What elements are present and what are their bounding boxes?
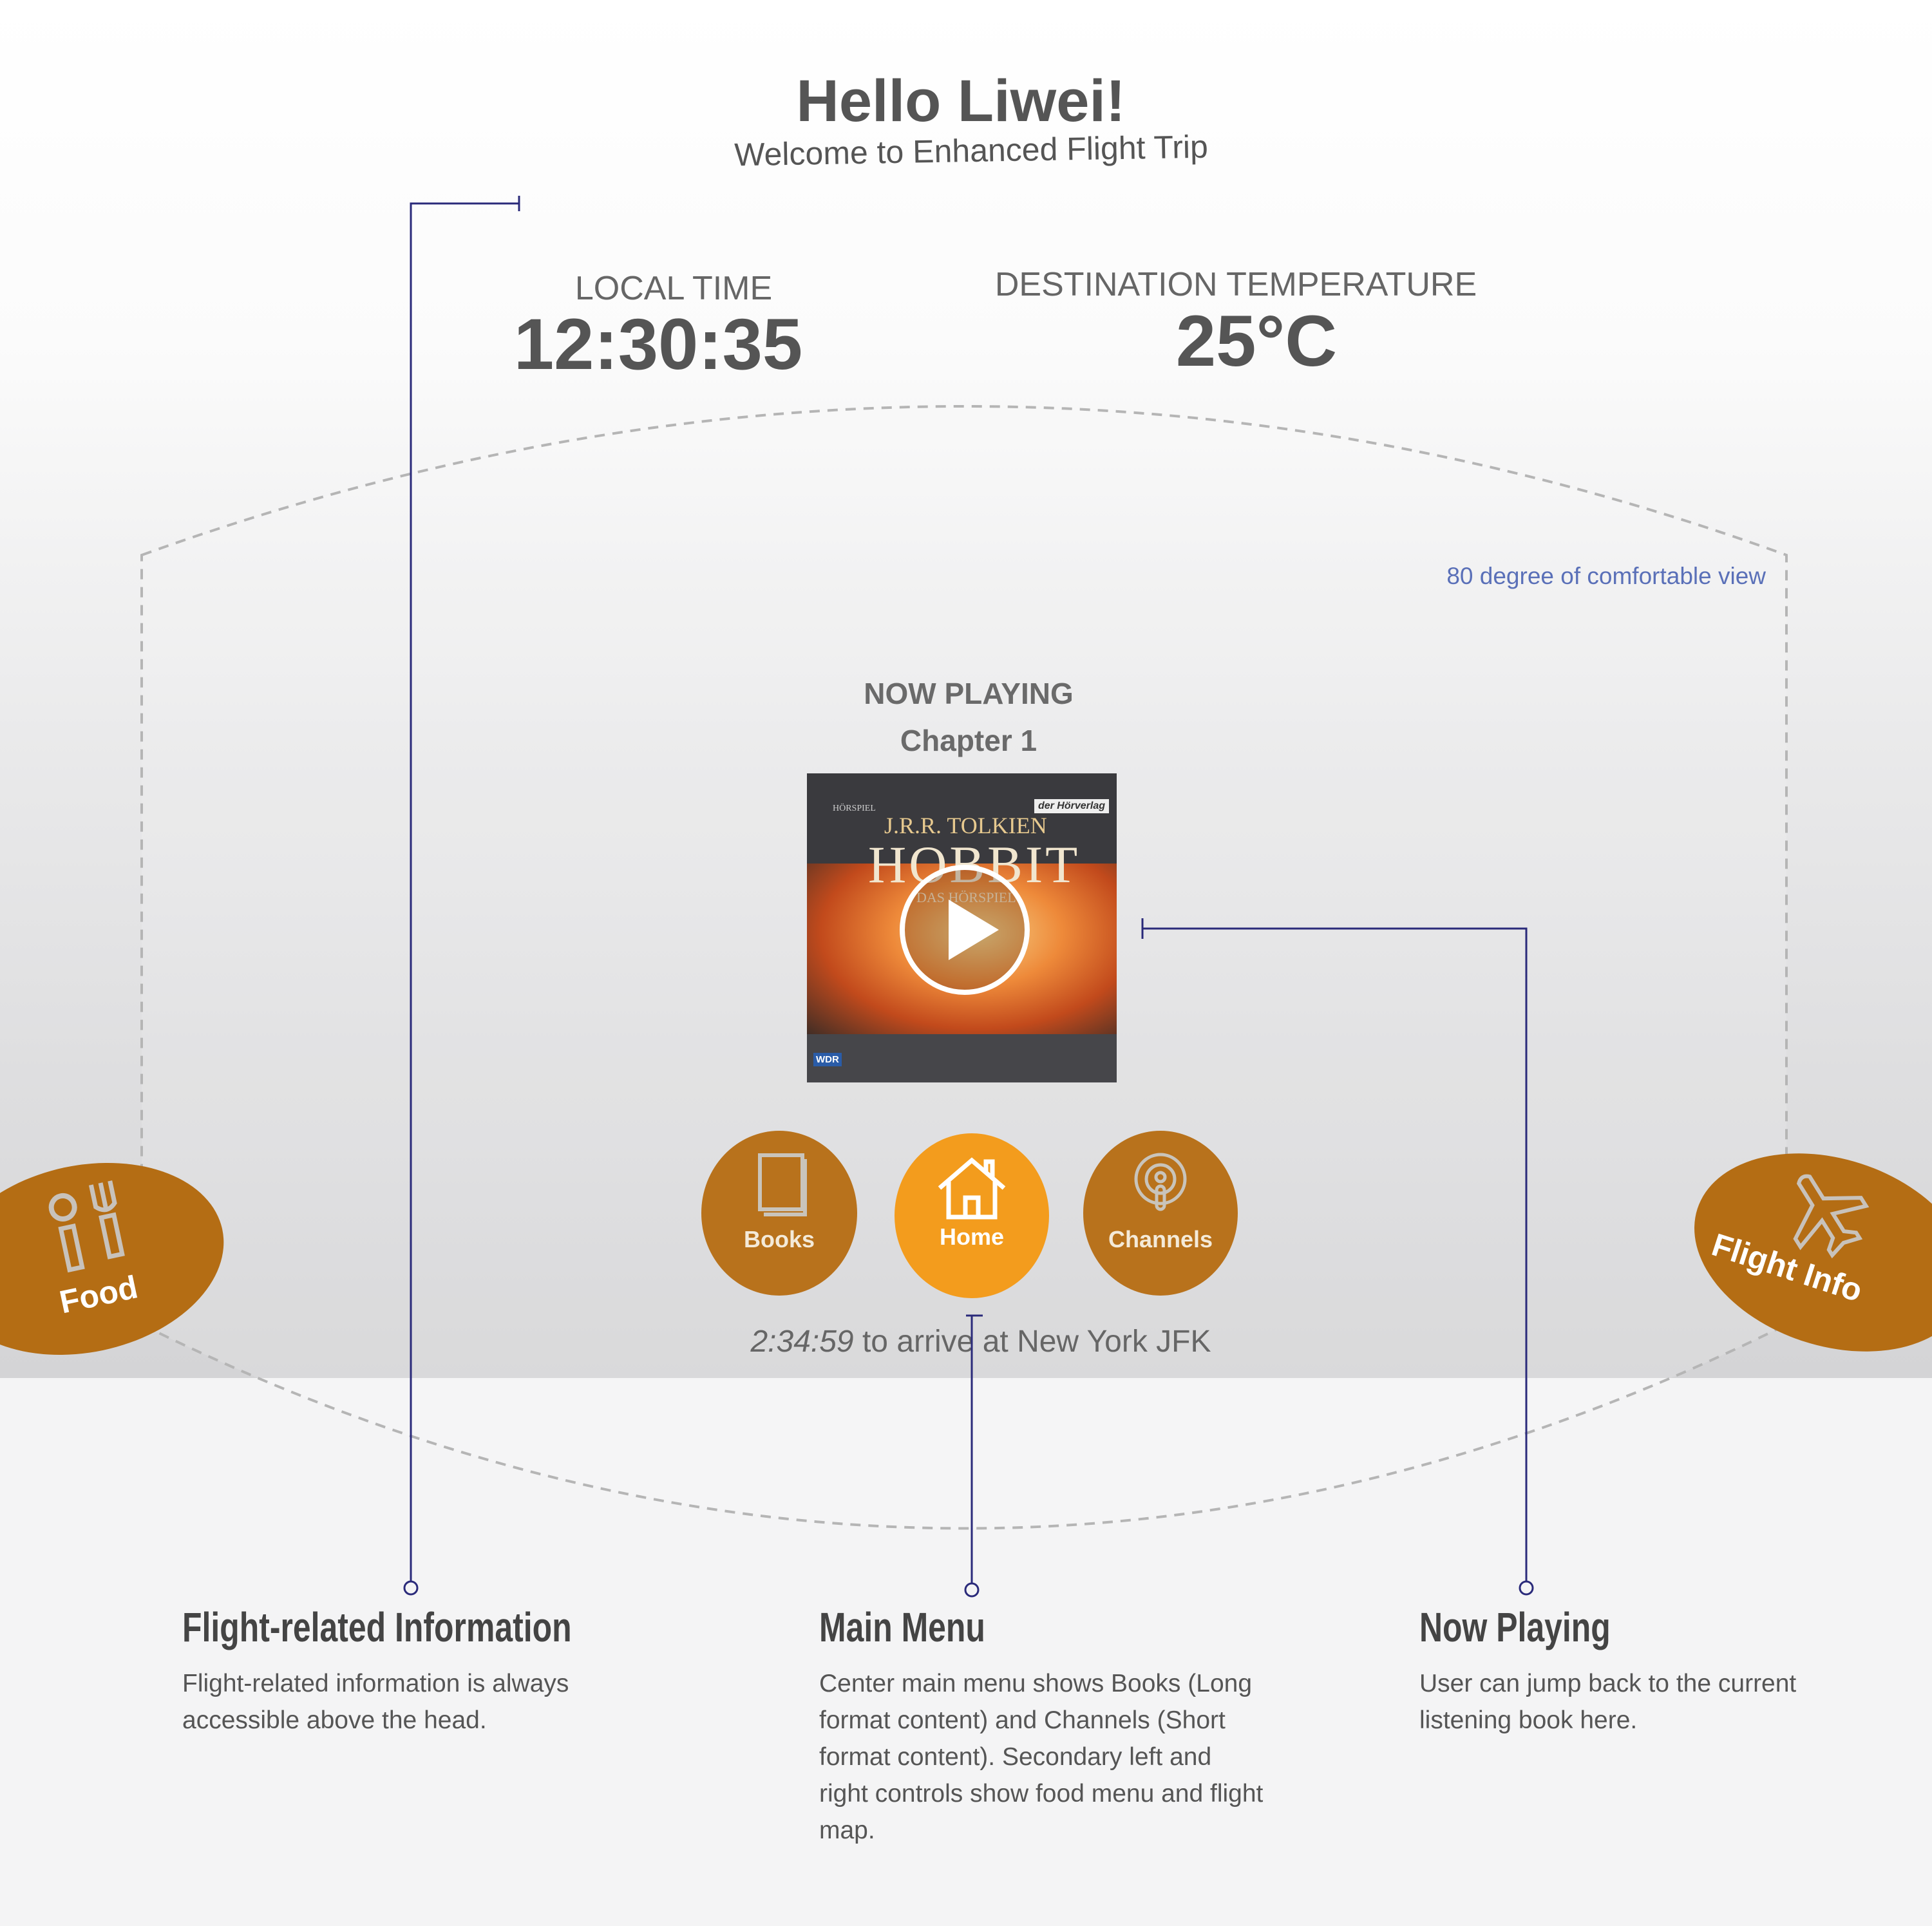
annotation-title: Now Playing [1419,1604,1611,1650]
play-button[interactable] [900,865,1030,995]
cover-footer [807,1034,1117,1082]
arrival-time: 2:34:59 [750,1325,854,1359]
cutlery-icon [48,1180,125,1273]
food-button[interactable]: Food [0,1138,242,1380]
arrival-status: 2:34:59 to arrive at New York JFK [750,1324,1211,1359]
menu-channels-button[interactable]: Channels [1083,1131,1238,1296]
annotation-flight-info: Flight-related Information Flight-relate… [182,1603,672,1739]
cover-publisher: der Hörverlag [1034,799,1109,813]
annotation-title: Flight-related Information [182,1604,572,1650]
annotation-body: User can jump back to the current listen… [1419,1670,1797,1734]
destination-temp: 25°C [1175,301,1338,381]
menu-channels-label: Channels [1108,1226,1213,1252]
arrival-text: to arrive at New York JFK [853,1325,1211,1359]
cover-badge: WDR [813,1053,842,1066]
album-cover[interactable]: HÖRSPIEL der Hörverlag J.R.R. TOLKIEN HO… [807,773,1117,1082]
now-playing-label: NOW PLAYING [864,677,1074,710]
cover-author: J.R.R. TOLKIEN [884,813,1047,838]
annotation-main-menu: Main Menu Center main menu shows Books (… [819,1603,1309,1849]
annotation-body: Flight-related information is always acc… [182,1670,569,1734]
menu-books-button[interactable]: Books [701,1131,857,1296]
destination-temp-label: DESTINATION TEMPERATURE [994,266,1477,303]
greeting: Hello Liwei! [796,68,1126,134]
annotation-now-playing: Now Playing User can jump back to the cu… [1419,1603,1909,1739]
podcast-icon [1134,1153,1187,1211]
menu-books-label: Books [743,1226,815,1252]
flight-info-button[interactable]: Flight Info [1668,1120,1932,1385]
book-icon [758,1153,807,1216]
airplane-icon [1793,1174,1870,1259]
local-time: 12:30:35 [513,304,803,384]
menu-home-button[interactable]: Home [895,1133,1049,1298]
annotation-title: Main Menu [819,1604,985,1650]
chapter-title: Chapter 1 [900,724,1037,757]
menu-home-label: Home [939,1223,1005,1250]
home-icon [938,1157,1006,1220]
annotation-body: Center main menu shows Books (Long forma… [819,1670,1264,1844]
comfort-view-note: 80 degree of comfortable view [1446,563,1766,589]
cover-kicker: HÖRSPIEL [833,804,876,813]
local-time-label: LOCAL TIME [574,270,773,307]
